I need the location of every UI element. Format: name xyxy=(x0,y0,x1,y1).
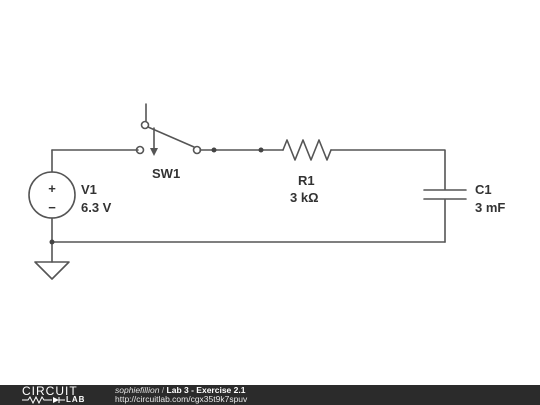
resistor-value-label: 3 kΩ xyxy=(290,190,319,205)
resistor-name-label: R1 xyxy=(298,173,315,188)
junction-switch xyxy=(211,147,217,153)
project-url[interactable]: http://circuitlab.com/cgx35t9k7spuv xyxy=(115,394,248,404)
capacitor-c1[interactable] xyxy=(423,189,467,200)
circuitlab-logo[interactable]: CIRCUIT LAB xyxy=(22,385,94,405)
wire-top-right xyxy=(330,149,446,190)
footer-bar: CIRCUIT LAB sophiefillion / Lab 3 - Exer… xyxy=(0,385,540,405)
switch-name-label: SW1 xyxy=(152,166,180,181)
project-title-line: sophiefillion / Lab 3 - Exercise 2.1 xyxy=(115,386,247,395)
voltage-source-v1[interactable]: + − xyxy=(28,171,76,219)
resistor-diode-icon xyxy=(22,396,65,404)
author-link[interactable]: sophiefillion xyxy=(115,385,160,395)
capacitor-value-label: 3 mF xyxy=(475,200,505,215)
source-name-label: V1 xyxy=(81,182,97,197)
junction-ground xyxy=(49,239,55,245)
ground-symbol[interactable] xyxy=(34,261,70,280)
title-separator: / xyxy=(161,385,165,395)
switch-terminal-left xyxy=(135,145,145,155)
capacitor-name-label: C1 xyxy=(475,182,492,197)
junction-resistor xyxy=(258,147,264,153)
logo-text-circuit: CIRCUIT xyxy=(22,384,78,398)
circuit-schematic: + − V1 6.3 V SW1 R1 3 kΩ C1 3 mF xyxy=(28,103,505,280)
project-title[interactable]: Lab 3 - Exercise 2.1 xyxy=(166,385,246,395)
logo-text-lab: LAB xyxy=(66,395,86,404)
switch-pivot xyxy=(140,120,150,130)
resistor-r1[interactable] xyxy=(282,139,332,161)
plus-sign: + xyxy=(48,181,56,196)
minus-sign: − xyxy=(48,200,56,215)
source-value-label: 6.3 V xyxy=(81,200,112,215)
switch-sw1[interactable] xyxy=(135,103,202,156)
project-meta: sophiefillion / Lab 3 - Exercise 2.1 htt… xyxy=(115,386,247,404)
switch-lever xyxy=(147,126,195,148)
switch-arrow-head xyxy=(150,148,158,156)
